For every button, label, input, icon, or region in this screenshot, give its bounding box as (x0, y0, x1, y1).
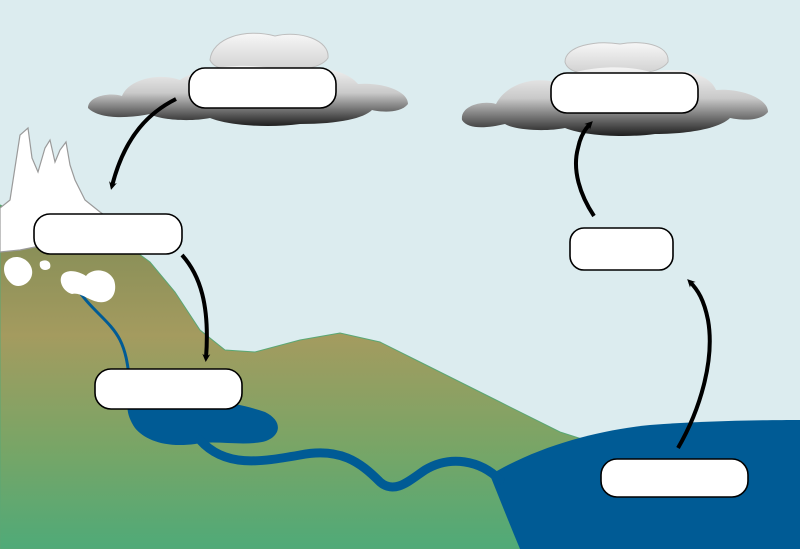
label-box-cloud-left[interactable] (188, 67, 337, 109)
snow-patch (39, 260, 51, 270)
arrow-condensation (573, 121, 596, 218)
label-box-mountain[interactable] (33, 213, 183, 255)
snow-patch (60, 270, 116, 303)
arrow-precipitation (109, 97, 177, 190)
river (195, 435, 505, 492)
label-box-cloud-right[interactable] (550, 72, 699, 114)
label-box-lake[interactable] (94, 368, 243, 410)
snow-patch (4, 256, 33, 287)
arrow-evaporation (676, 279, 712, 450)
label-box-ocean[interactable] (600, 458, 749, 498)
arrow-runoff (180, 253, 211, 362)
label-box-air[interactable] (569, 227, 674, 271)
